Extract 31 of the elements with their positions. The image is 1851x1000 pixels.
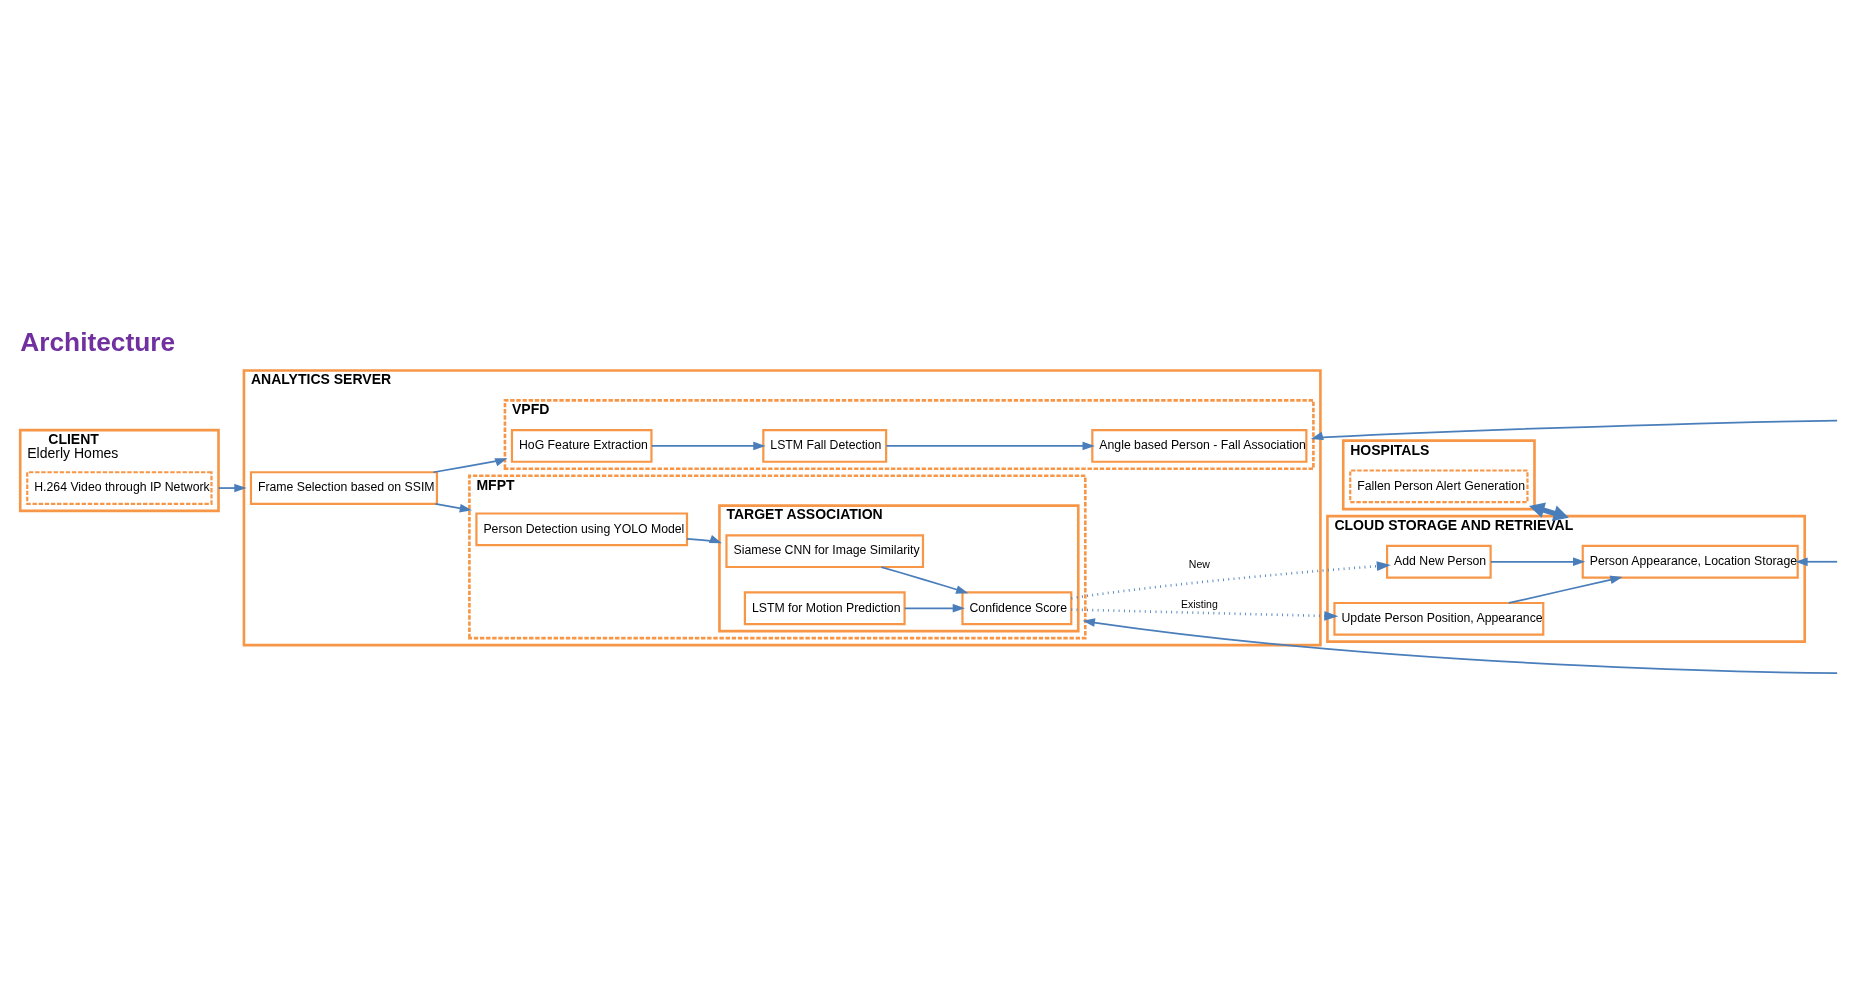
node-box: Person Appearance, Location Storage [1581, 544, 1799, 579]
node-box: HoG Feature Extraction [510, 428, 653, 463]
arrow [1508, 575, 1623, 604]
node-box: Siamese CNN for Image Similarity [725, 533, 925, 568]
arrow [1071, 560, 1391, 600]
arrow [1795, 556, 1839, 566]
arrow [1071, 607, 1339, 621]
node-box: Angle based Person - Fall Association [1091, 428, 1308, 463]
arrow [686, 534, 722, 543]
arrow [1529, 501, 1569, 521]
arrow [1489, 556, 1586, 566]
edge-label: New [1188, 557, 1210, 570]
node-box: LSTM Fall Detection [762, 428, 888, 463]
arrow [1310, 419, 1839, 440]
node-box: Fallen Person Alert Generation [1349, 468, 1529, 503]
arrow [903, 603, 965, 613]
edge-label: Existing [1180, 597, 1218, 610]
diagram-title: Architecture [20, 326, 176, 357]
node-box: Add New Person [1386, 544, 1492, 579]
node-box: H.264 Video through IP Network [26, 470, 213, 505]
arrow [217, 483, 247, 492]
arrow [650, 441, 766, 450]
node-box: Update Person Position, Appearance [1333, 601, 1545, 636]
node-box: Confidence Score [961, 590, 1073, 625]
node-box: LSTM for Motion Prediction [743, 590, 906, 625]
arrow [434, 502, 472, 512]
arrow [432, 457, 508, 473]
node-box: Person Detection using YOLO Model [475, 511, 689, 546]
node-box: Frame Selection based on SSIM [249, 470, 439, 505]
arrow [1082, 617, 1839, 674]
arrow [885, 441, 1095, 450]
